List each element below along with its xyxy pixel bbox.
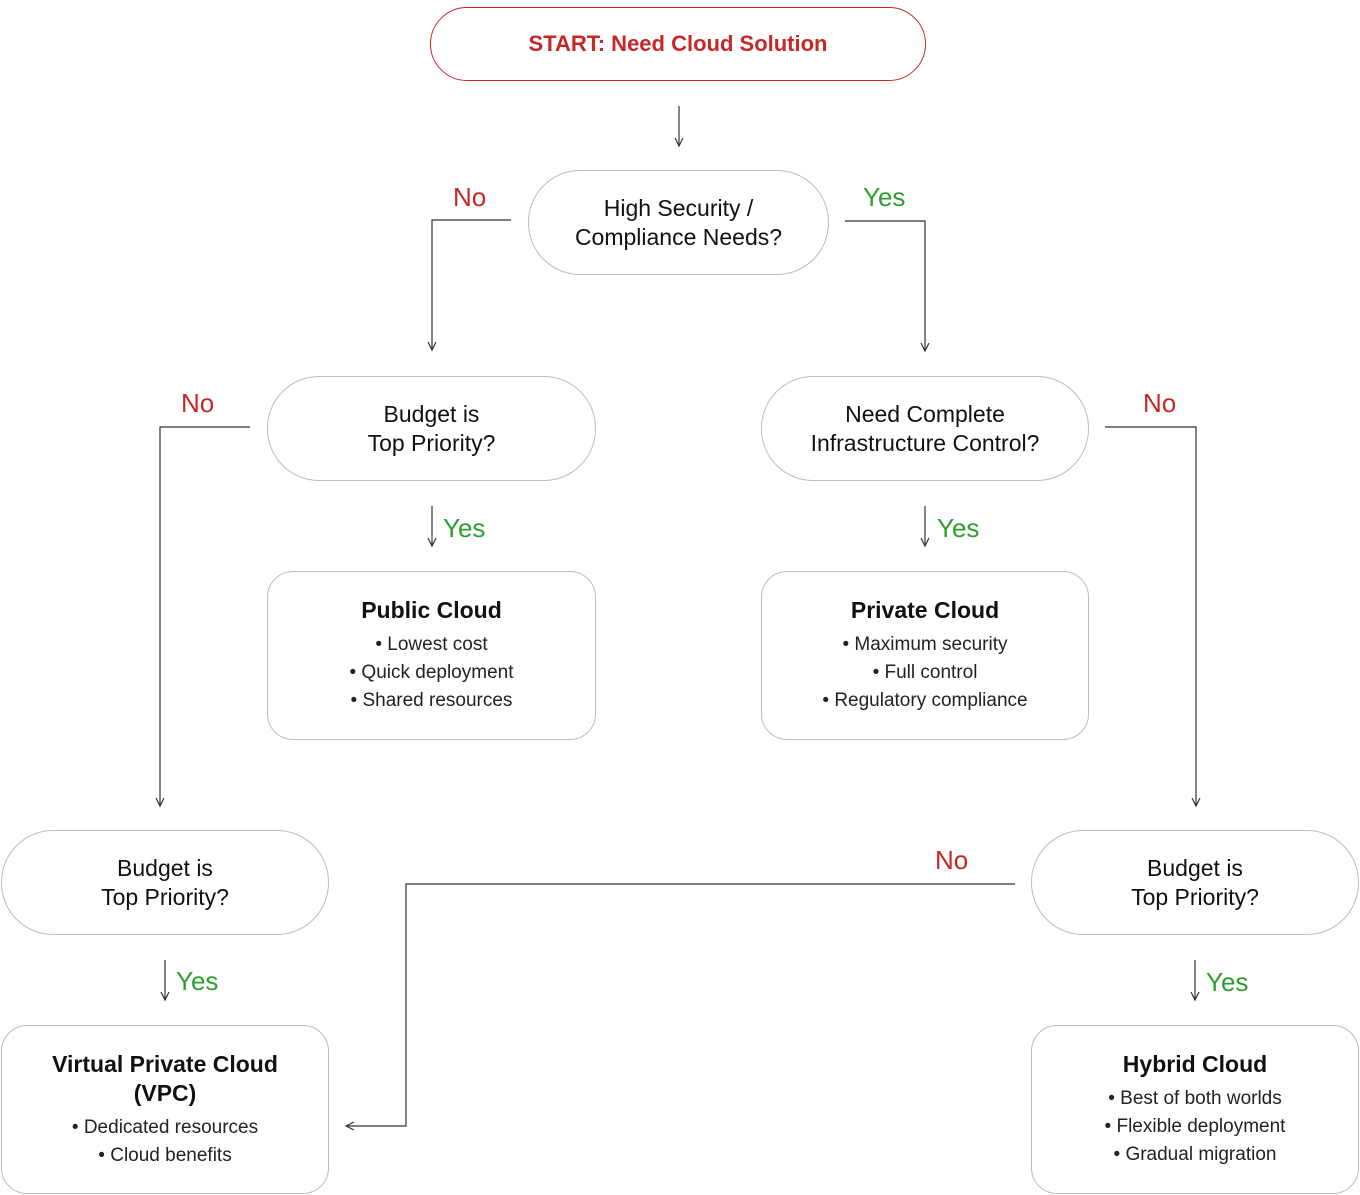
list-item: • Best of both worlds <box>1108 1088 1282 1109</box>
list-item: • Gradual migration <box>1113 1144 1277 1165</box>
result-vpc-list: • Dedicated resources • Cloud benefits <box>72 1114 258 1170</box>
label-no-budget-left: No <box>181 388 215 418</box>
question-security-label: High Security / Compliance Needs? <box>574 194 783 250</box>
result-hybrid-cloud-list: • Best of both worlds • Flexible deploym… <box>1105 1085 1286 1169</box>
result-virtual-private-cloud: Virtual Private Cloud (VPC) • Dedicated … <box>1 1025 329 1194</box>
list-item: • Flexible deployment <box>1104 1116 1286 1137</box>
list-item: • Full control <box>872 662 978 683</box>
list-item: • Maximum security <box>842 634 1008 655</box>
label-no-control: No <box>1143 388 1177 418</box>
arrow-security-yes <box>845 220 925 351</box>
result-hybrid-cloud-title: Hybrid Cloud <box>1122 1051 1268 1077</box>
arrow-control-no <box>1105 426 1196 806</box>
arrow-security-no <box>432 219 511 350</box>
label-yes-bottom-left: Yes <box>176 966 219 996</box>
label-yes-security: Yes <box>863 182 906 212</box>
result-public-cloud: Public Cloud • Lowest cost • Quick deplo… <box>267 571 596 740</box>
label-no-bottom-right: No <box>935 845 969 875</box>
label-yes-budget-left: Yes <box>443 513 486 543</box>
result-private-cloud-list: • Maximum security • Full control • Regu… <box>822 631 1027 715</box>
question-budget-bottom-left: Budget is Top Priority? <box>1 830 329 935</box>
result-vpc-title: Virtual Private Cloud (VPC) <box>52 1050 278 1106</box>
label-no-security: No <box>453 182 487 212</box>
result-public-cloud-title: Public Cloud <box>361 597 502 623</box>
question-infrastructure-control: Need Complete Infrastructure Control? <box>761 376 1089 481</box>
result-hybrid-cloud: Hybrid Cloud • Best of both worlds • Fle… <box>1031 1025 1359 1194</box>
start-node: START: Need Cloud Solution <box>430 7 926 81</box>
result-private-cloud: Private Cloud • Maximum security • Full … <box>761 571 1089 740</box>
start-label: START: Need Cloud Solution <box>528 31 828 56</box>
arrow-bottom-right-no <box>346 883 1015 1126</box>
list-item: • Quick deployment <box>349 662 514 683</box>
result-private-cloud-title: Private Cloud <box>850 597 1000 623</box>
list-item: • Shared resources <box>350 690 513 711</box>
question-budget-bottom-right-label: Budget is Top Priority? <box>1131 854 1259 910</box>
result-public-cloud-list: • Lowest cost • Quick deployment • Share… <box>349 631 513 715</box>
question-budget-left-label: Budget is Top Priority? <box>367 400 496 456</box>
list-item: • Regulatory compliance <box>822 690 1028 711</box>
list-item: • Cloud benefits <box>98 1144 232 1166</box>
question-infrastructure-control-label: Need Complete Infrastructure Control? <box>810 400 1040 456</box>
question-budget-left: Budget is Top Priority? <box>267 376 596 481</box>
label-yes-control: Yes <box>937 513 980 543</box>
label-yes-bottom-right: Yes <box>1206 967 1249 997</box>
question-security: High Security / Compliance Needs? <box>528 170 829 275</box>
question-budget-bottom-right: Budget is Top Priority? <box>1031 830 1359 935</box>
question-budget-bottom-left-label: Budget is Top Priority? <box>101 854 229 910</box>
arrow-budget-left-no <box>160 426 250 806</box>
list-item: • Dedicated resources <box>71 1116 259 1138</box>
list-item: • Lowest cost <box>375 634 488 655</box>
